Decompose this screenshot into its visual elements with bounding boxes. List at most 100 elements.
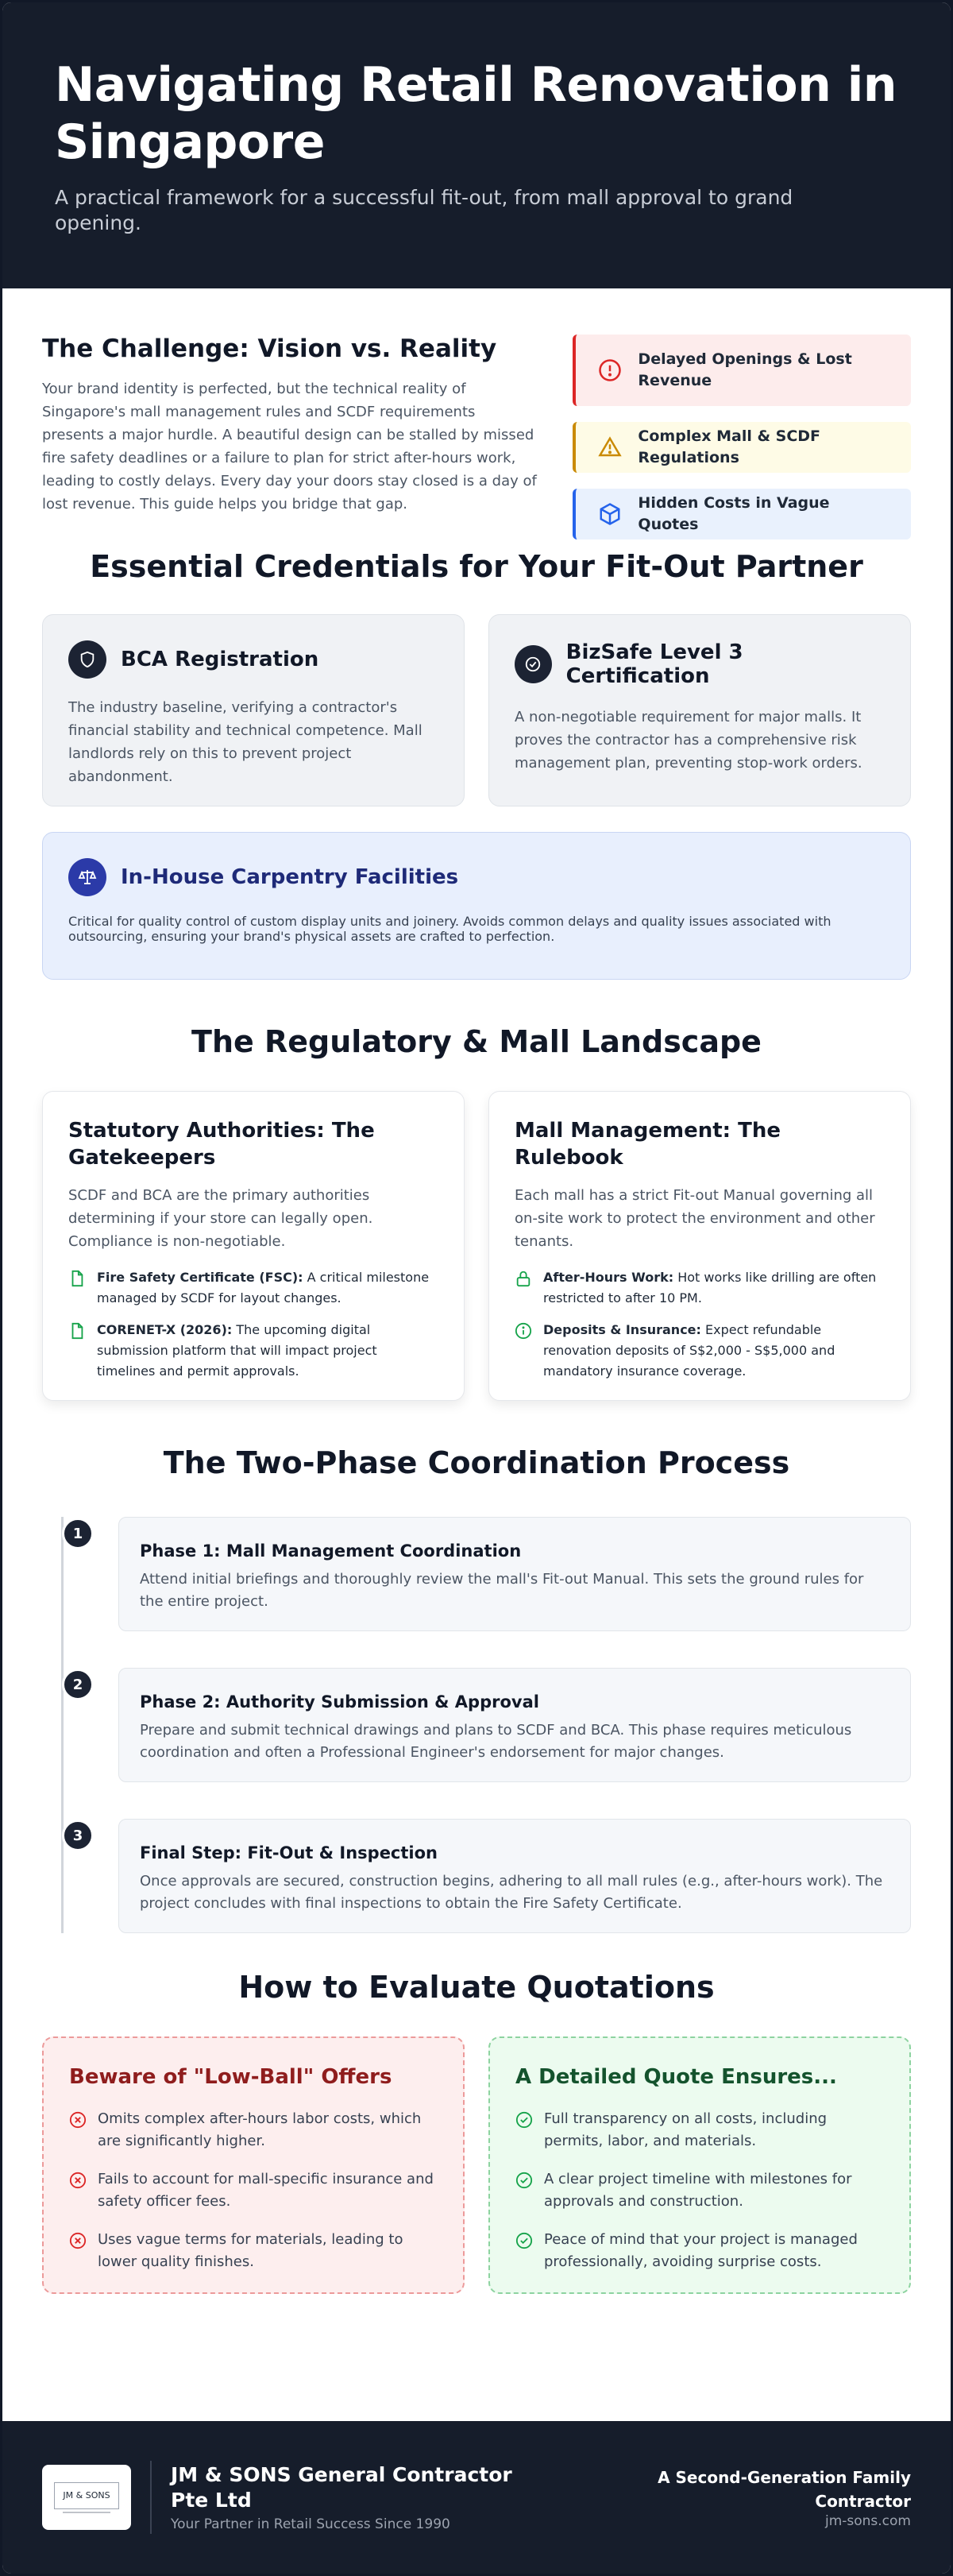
footer-company: JM & SONS General Contractor Pte Ltd You… xyxy=(171,2462,552,2532)
company-name: JM & SONS General Contractor Pte Ltd xyxy=(171,2463,512,2512)
detailed-quote-item: Full transparency on all costs, includin… xyxy=(515,2108,884,2152)
credential-card-bizsafe: BizSafe Level 3 Certification A non-nego… xyxy=(488,614,911,806)
credential-body: The industry baseline, verifying a contr… xyxy=(68,699,422,785)
scale-icon xyxy=(68,858,106,896)
regulatory-title: The Regulatory & Mall Landscape xyxy=(191,1024,762,1059)
challenge-text: The Challenge: Vision vs. Reality Your b… xyxy=(42,335,539,527)
document-icon xyxy=(71,1322,83,1340)
page-subtitle: A practical framework for a successful f… xyxy=(55,186,793,234)
document-icon xyxy=(71,1270,83,1287)
statutory-item-corenet: CORENET-X (2026): The upcoming digital s… xyxy=(68,1320,438,1382)
item-text: The upcoming digital submission platform… xyxy=(97,1322,377,1379)
step-title: Phase 1: Mall Management Coordination xyxy=(140,1541,522,1561)
challenge-title: The Challenge: Vision vs. Reality xyxy=(42,335,497,363)
item-bold: After-Hours Work: xyxy=(543,1270,674,1285)
step-number-badge: 2 xyxy=(62,1669,94,1700)
process-timeline: 1 Phase 1: Mall Management Coordination … xyxy=(42,1517,911,1933)
hero-header: Navigating Retail Renovation in Singapor… xyxy=(2,2,951,288)
credential-title: In-House Carpentry Facilities xyxy=(121,865,459,889)
x-circle-icon xyxy=(69,2232,87,2249)
challenge-body: Your brand identity is perfected, but th… xyxy=(42,381,537,512)
company-logo: JM & SONS xyxy=(42,2465,131,2530)
item-text: Expect refundable renovation deposits of… xyxy=(543,1322,835,1379)
info-icon xyxy=(515,1322,532,1340)
step-title: Final Step: Fit-Out & Inspection xyxy=(140,1843,438,1862)
credential-card-bca: BCA Registration The industry baseline, … xyxy=(42,614,465,806)
process-step-1: 1 Phase 1: Mall Management Coordination … xyxy=(62,1517,911,1631)
credential-title: BCA Registration xyxy=(121,648,319,671)
warning-triangle-icon xyxy=(598,436,623,457)
credential-card-carpentry: In-House Carpentry Facilities Critical f… xyxy=(42,832,911,980)
step-body: Attend initial briefings and thoroughly … xyxy=(140,1571,864,1610)
alert-delayed-openings: Delayed Openings & Lost Revenue xyxy=(573,335,911,406)
mall-body: Each mall has a strict Fit-out Manual go… xyxy=(515,1187,875,1250)
challenge-alerts: Delayed Openings & Lost Revenue Complex … xyxy=(573,335,911,540)
detailed-quote-title: A Detailed Quote Ensures... xyxy=(515,2065,837,2089)
footer-right: A Second-Generation Family Contractor jm… xyxy=(641,2466,911,2529)
alert-hidden-costs: Hidden Costs in Vague Quotes xyxy=(573,489,911,540)
credential-title: BizSafe Level 3 Certification xyxy=(565,640,743,688)
quotations-title: How to Evaluate Quotations xyxy=(238,1970,715,2005)
statutory-body: SCDF and BCA are the primary authorities… xyxy=(68,1187,373,1250)
statutory-card: Statutory Authorities: The Gatekeepers S… xyxy=(42,1091,465,1401)
process-step-3: 3 Final Step: Fit-Out & Inspection Once … xyxy=(62,1819,911,1933)
challenge-section: The Challenge: Vision vs. Reality Your b… xyxy=(2,288,951,540)
step-number-badge: 1 xyxy=(62,1518,94,1549)
credentials-section: Essential Credentials for Your Fit-Out P… xyxy=(2,549,951,980)
lowball-card: Beware of "Low-Ball" Offers Omits comple… xyxy=(42,2036,465,2294)
website-link[interactable]: jm-sons.com xyxy=(824,2513,911,2529)
mall-title: Mall Management: The Rulebook xyxy=(515,1119,781,1170)
timeline-line xyxy=(61,1517,64,1933)
item-text: Fails to account for mall-specific insur… xyxy=(98,2171,434,2210)
process-title: The Two-Phase Coordination Process xyxy=(163,1445,790,1480)
x-circle-icon xyxy=(69,2111,87,2129)
logo-underline xyxy=(63,2511,110,2513)
regulatory-section: The Regulatory & Mall Landscape Statutor… xyxy=(2,1024,951,1401)
step-body: Prepare and submit technical drawings an… xyxy=(140,1722,852,1761)
cube-icon xyxy=(600,503,620,525)
alert-circle-icon xyxy=(599,359,622,381)
item-bold: Deposits & Insurance: xyxy=(543,1322,701,1337)
mall-item-after-hours: After-Hours Work: Hot works like drillin… xyxy=(515,1267,885,1309)
statutory-item-fsc: Fire Safety Certificate (FSC): A critica… xyxy=(68,1267,438,1309)
check-circle-icon xyxy=(515,2172,533,2189)
item-text: A clear project timeline with milestones… xyxy=(544,2171,852,2210)
check-circle-icon xyxy=(515,645,552,683)
footer-divider xyxy=(150,2461,152,2534)
alert-complex-regulations: Complex Mall & SCDF Regulations xyxy=(573,422,911,473)
lowball-title: Beware of "Low-Ball" Offers xyxy=(69,2065,392,2089)
item-text: Uses vague terms for materials, leading … xyxy=(98,2231,403,2270)
alert-label: Delayed Openings & Lost Revenue xyxy=(638,350,852,389)
item-text: Full transparency on all costs, includin… xyxy=(544,2110,828,2149)
logo-text: JM & SONS xyxy=(54,2481,119,2509)
lowball-item: Fails to account for mall-specific insur… xyxy=(69,2168,438,2213)
page-title: Navigating Retail Renovation in Singapor… xyxy=(55,57,897,170)
credential-body: A non-negotiable requirement for major m… xyxy=(515,709,862,772)
footer-right-title: A Second-Generation Family Contractor xyxy=(658,2468,911,2511)
mall-item-deposits: Deposits & Insurance: Expect refundable … xyxy=(515,1320,885,1382)
process-step-2: 2 Phase 2: Authority Submission & Approv… xyxy=(62,1668,911,1782)
quotations-section: How to Evaluate Quotations Beware of "Lo… xyxy=(2,1970,951,2294)
item-text: Hot works like drilling are often restri… xyxy=(543,1270,877,1305)
step-title: Phase 2: Authority Submission & Approval xyxy=(140,1692,539,1712)
check-circle-icon xyxy=(515,2232,533,2249)
item-text: Peace of mind that your project is manag… xyxy=(544,2231,858,2270)
lock-icon xyxy=(516,1271,531,1287)
process-section: The Two-Phase Coordination Process 1 Pha… xyxy=(2,1445,951,1933)
statutory-title: Statutory Authorities: The Gatekeepers xyxy=(68,1119,375,1170)
credential-body: Critical for quality control of custom d… xyxy=(68,914,831,944)
x-circle-icon xyxy=(69,2172,87,2189)
lowball-item: Omits complex after-hours labor costs, w… xyxy=(69,2108,438,2152)
detailed-quote-item: Peace of mind that your project is manag… xyxy=(515,2229,884,2273)
step-body: Once approvals are secured, construction… xyxy=(140,1873,883,1912)
item-bold: Fire Safety Certificate (FSC): xyxy=(97,1270,303,1285)
detailed-quote-item: A clear project timeline with milestones… xyxy=(515,2168,884,2213)
lowball-item: Uses vague terms for materials, leading … xyxy=(69,2229,438,2273)
item-text: Omits complex after-hours labor costs, w… xyxy=(98,2110,422,2149)
step-number-badge: 3 xyxy=(62,1820,94,1851)
alert-label: Complex Mall & SCDF Regulations xyxy=(638,427,821,466)
credentials-title: Essential Credentials for Your Fit-Out P… xyxy=(90,549,863,584)
company-tagline: Your Partner in Retail Success Since 199… xyxy=(171,2516,450,2532)
check-circle-icon xyxy=(515,2111,533,2129)
